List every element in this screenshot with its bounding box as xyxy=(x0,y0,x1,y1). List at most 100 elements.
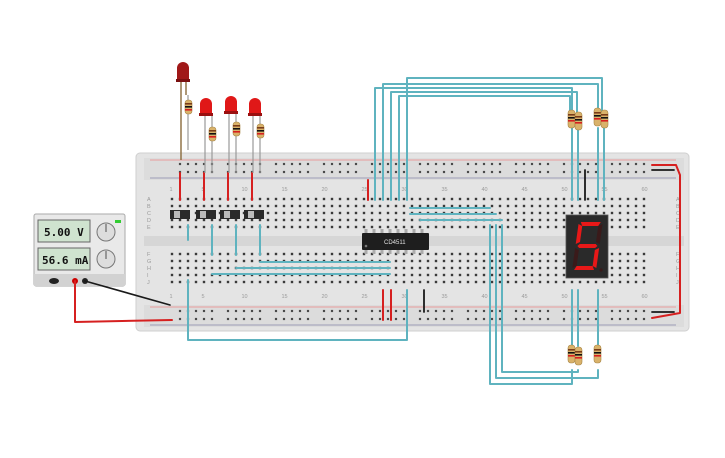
resistor-top-2[interactable] xyxy=(574,111,583,131)
column-label: 5 xyxy=(202,294,205,300)
segment-g xyxy=(577,244,598,248)
segment-wire-top-outer[interactable] xyxy=(406,77,603,201)
column-label: 25 xyxy=(362,294,368,300)
ic-pin xyxy=(364,229,368,234)
column-label: 15 xyxy=(282,294,288,300)
led-4[interactable] xyxy=(248,98,262,173)
row-label: F xyxy=(147,252,151,258)
column-label: 30 xyxy=(402,294,408,300)
display-segments xyxy=(572,222,603,270)
column-label: 10 xyxy=(242,294,248,300)
ic-pin xyxy=(412,249,416,254)
ic-pin xyxy=(364,249,368,254)
row-label: H xyxy=(147,266,151,272)
led-group[interactable] xyxy=(176,62,265,173)
column-label: 20 xyxy=(322,294,328,300)
psu-indicator-light xyxy=(115,220,121,223)
column-label: 55 xyxy=(602,294,608,300)
column-label: 20 xyxy=(322,187,328,193)
column-label: 50 xyxy=(562,187,568,193)
column-label: 1 xyxy=(170,294,173,300)
resistor-led-4[interactable] xyxy=(256,116,265,173)
column-label: 35 xyxy=(442,187,448,193)
column-label: 1 xyxy=(170,187,173,193)
row-label: A xyxy=(147,197,151,203)
segment-b xyxy=(595,224,603,244)
psu-positive-wire[interactable] xyxy=(74,280,173,323)
row-label: J xyxy=(147,280,150,286)
ic-cd4511[interactable]: CD4511 xyxy=(362,229,429,254)
data-bus-wire-4[interactable] xyxy=(187,279,408,341)
segment-wire-d[interactable] xyxy=(495,224,599,379)
row-label: D xyxy=(147,218,151,224)
column-label: 40 xyxy=(482,187,488,193)
slide-switch-4[interactable] xyxy=(244,210,264,219)
segment-wire-c[interactable] xyxy=(501,224,579,373)
row-label: A xyxy=(676,197,680,203)
slide-switch-2[interactable] xyxy=(196,210,216,219)
display-resistors-top[interactable] xyxy=(567,107,609,131)
led-3[interactable] xyxy=(224,96,238,173)
led-4-body xyxy=(249,98,261,114)
ic-label: CD4511 xyxy=(384,240,406,246)
row-label: C xyxy=(147,211,151,217)
ic-pin xyxy=(380,249,384,254)
ic-pin xyxy=(372,229,376,234)
row-label: F xyxy=(676,252,680,258)
row-label: B xyxy=(676,204,680,210)
row-label: J xyxy=(676,280,679,286)
ic-pin xyxy=(396,249,400,254)
ic-pin1-marker xyxy=(364,244,368,248)
ic-pin xyxy=(388,229,392,234)
resistor-led-2[interactable] xyxy=(208,116,217,173)
voltage-display xyxy=(37,219,91,243)
resistor-bottom-3[interactable] xyxy=(593,344,602,364)
segment-e xyxy=(572,248,579,268)
segment-f xyxy=(575,224,583,244)
ic-pin xyxy=(404,229,408,234)
column-label: 25 xyxy=(362,187,368,193)
display-resistors-bottom[interactable] xyxy=(567,344,602,366)
right-rail-power-jumper[interactable] xyxy=(651,164,681,319)
led-2[interactable] xyxy=(199,98,213,173)
column-label: 15 xyxy=(282,187,288,193)
ic-pin xyxy=(380,229,384,234)
current-display xyxy=(37,247,91,271)
seven-segment-display[interactable] xyxy=(565,214,609,279)
segment-wire-f[interactable] xyxy=(390,91,578,201)
row-label: I xyxy=(676,273,678,279)
led-1-body xyxy=(177,62,189,80)
resistor-led-1[interactable] xyxy=(184,95,193,150)
decimal-point xyxy=(599,268,603,272)
switch-group[interactable] xyxy=(170,210,264,219)
column-label: 45 xyxy=(522,187,528,193)
power-supply[interactable]: 5.00 V 56.6 mA xyxy=(33,213,126,287)
segment-wire-g[interactable] xyxy=(398,95,571,201)
column-label: 40 xyxy=(482,294,488,300)
slide-switch-3[interactable] xyxy=(220,210,240,219)
column-label: 50 xyxy=(562,294,568,300)
psu-ground-wire[interactable] xyxy=(84,280,171,306)
segment-wire-b[interactable] xyxy=(382,83,599,201)
resistor-top-4[interactable] xyxy=(600,109,609,129)
resistor-top-3[interactable] xyxy=(593,107,602,127)
psu-terminal-strip xyxy=(34,274,125,286)
column-label: 10 xyxy=(242,187,248,193)
segment-c xyxy=(592,248,600,268)
resistor-top-1[interactable] xyxy=(567,109,576,129)
ic-pins xyxy=(364,229,424,254)
resistor-bottom-2[interactable] xyxy=(574,346,583,366)
slide-switch-1[interactable] xyxy=(170,210,190,219)
column-label: 60 xyxy=(642,187,648,193)
segment-wire-a[interactable] xyxy=(374,87,573,201)
wires[interactable] xyxy=(74,77,681,385)
column-label: 30 xyxy=(402,187,408,193)
led-1[interactable] xyxy=(176,62,190,160)
row-label: D xyxy=(676,218,680,224)
resistor-bottom-1[interactable] xyxy=(567,344,576,364)
row-label: H xyxy=(676,266,680,272)
resistor-led-3[interactable] xyxy=(232,114,241,173)
voltage-readout: 5.00 V xyxy=(44,226,84,239)
psu-power-switch[interactable] xyxy=(49,278,59,284)
